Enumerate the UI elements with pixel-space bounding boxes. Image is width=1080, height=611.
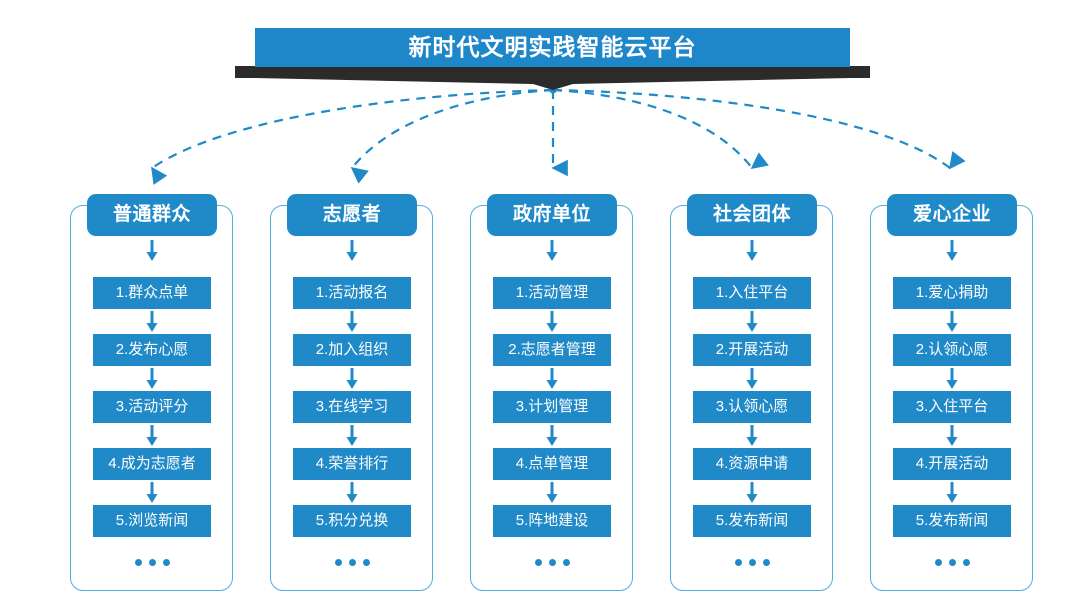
flow-arrow (146, 482, 158, 503)
more-items-ellipsis (493, 554, 611, 570)
flow-item[interactable]: 3.活动评分 (93, 391, 211, 423)
flow-item[interactable]: 3.计划管理 (493, 391, 611, 423)
flow-item[interactable]: 5.阵地建设 (493, 505, 611, 537)
flow-item[interactable]: 4.点单管理 (493, 448, 611, 480)
flow-arrow (946, 425, 958, 446)
more-items-ellipsis (93, 554, 211, 570)
flow-arrow (946, 311, 958, 332)
flow-item[interactable]: 3.入住平台 (893, 391, 1011, 423)
flow-arrow (946, 482, 958, 503)
flow-item[interactable]: 3.在线学习 (293, 391, 411, 423)
flow-arrow (346, 482, 358, 503)
flow-arrow (946, 368, 958, 389)
flow-arrow (746, 311, 758, 332)
flow-item[interactable]: 5.发布新闻 (693, 505, 811, 537)
flow-item[interactable]: 5.积分兑换 (293, 505, 411, 537)
flow-item[interactable]: 1.入住平台 (693, 277, 811, 309)
flow-arrow (746, 240, 758, 261)
flow-item[interactable]: 5.发布新闻 (893, 505, 1011, 537)
flow-arrow (546, 425, 558, 446)
column-header-caring-enterprise[interactable]: 爱心企业 (887, 194, 1017, 236)
more-items-ellipsis (893, 554, 1011, 570)
more-items-ellipsis (293, 554, 411, 570)
flow-item[interactable]: 4.荣誉排行 (293, 448, 411, 480)
flow-arrow (146, 240, 158, 261)
flow-item[interactable]: 2.发布心愿 (93, 334, 211, 366)
column-header-government-unit[interactable]: 政府单位 (487, 194, 617, 236)
flow-arrow (346, 311, 358, 332)
flow-item[interactable]: 1.群众点单 (93, 277, 211, 309)
flow-item[interactable]: 4.开展活动 (893, 448, 1011, 480)
flow-item[interactable]: 2.认领心愿 (893, 334, 1011, 366)
flow-item[interactable]: 2.开展活动 (693, 334, 811, 366)
flow-arrow (746, 368, 758, 389)
flow-arrow (546, 311, 558, 332)
flow-item[interactable]: 5.浏览新闻 (93, 505, 211, 537)
flow-item[interactable]: 3.认领心愿 (693, 391, 811, 423)
page-title: 新时代文明实践智能云平台 (408, 34, 697, 60)
flow-item[interactable]: 4.成为志愿者 (93, 448, 211, 480)
flow-item[interactable]: 4.资源申请 (693, 448, 811, 480)
flow-arrow (146, 311, 158, 332)
flow-arrow (946, 240, 958, 261)
flow-arrow (146, 425, 158, 446)
flow-arrow (346, 425, 358, 446)
more-items-ellipsis (693, 554, 811, 570)
flow-arrow (746, 482, 758, 503)
flow-arrow (146, 368, 158, 389)
flow-item[interactable]: 1.活动报名 (293, 277, 411, 309)
flow-arrow (346, 240, 358, 261)
flow-arrow (546, 240, 558, 261)
flow-arrow (546, 368, 558, 389)
flow-item[interactable]: 2.志愿者管理 (493, 334, 611, 366)
flow-arrow (346, 368, 358, 389)
column-header-social-group[interactable]: 社会团体 (687, 194, 817, 236)
platform-title-banner: 新时代文明实践智能云平台 (255, 28, 850, 67)
flow-item[interactable]: 2.加入组织 (293, 334, 411, 366)
column-header-volunteer[interactable]: 志愿者 (287, 194, 417, 236)
flow-item[interactable]: 1.活动管理 (493, 277, 611, 309)
title-ribbon-shadow (235, 66, 870, 90)
column-header-ordinary-public[interactable]: 普通群众 (87, 194, 217, 236)
flow-arrow (546, 482, 558, 503)
flow-item[interactable]: 1.爱心捐助 (893, 277, 1011, 309)
flow-arrow (746, 425, 758, 446)
